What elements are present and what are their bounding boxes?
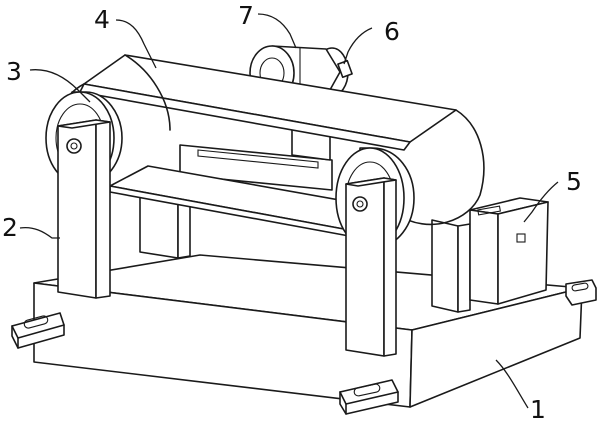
callout-7: 7	[238, 1, 254, 30]
drive-shaft	[337, 59, 353, 79]
mounting-foot-right	[339, 379, 399, 415]
callout-1: 1	[530, 395, 546, 424]
rear-post-left	[139, 189, 191, 259]
conveyor-belt	[54, 54, 485, 239]
callout-4: 4	[94, 5, 110, 34]
leader-lines	[19, 13, 559, 409]
rear-post-right	[431, 219, 471, 313]
callout-6: 6	[384, 17, 400, 46]
callout-2: 2	[2, 213, 18, 242]
callout-3: 3	[6, 57, 22, 86]
motor-box	[469, 197, 549, 305]
callout-5: 5	[566, 167, 582, 196]
mounting-foot-left	[11, 312, 65, 349]
mounting-foot-back	[565, 279, 597, 306]
right-upright	[345, 177, 397, 357]
left-upright	[57, 119, 111, 299]
base-plate	[33, 254, 583, 408]
